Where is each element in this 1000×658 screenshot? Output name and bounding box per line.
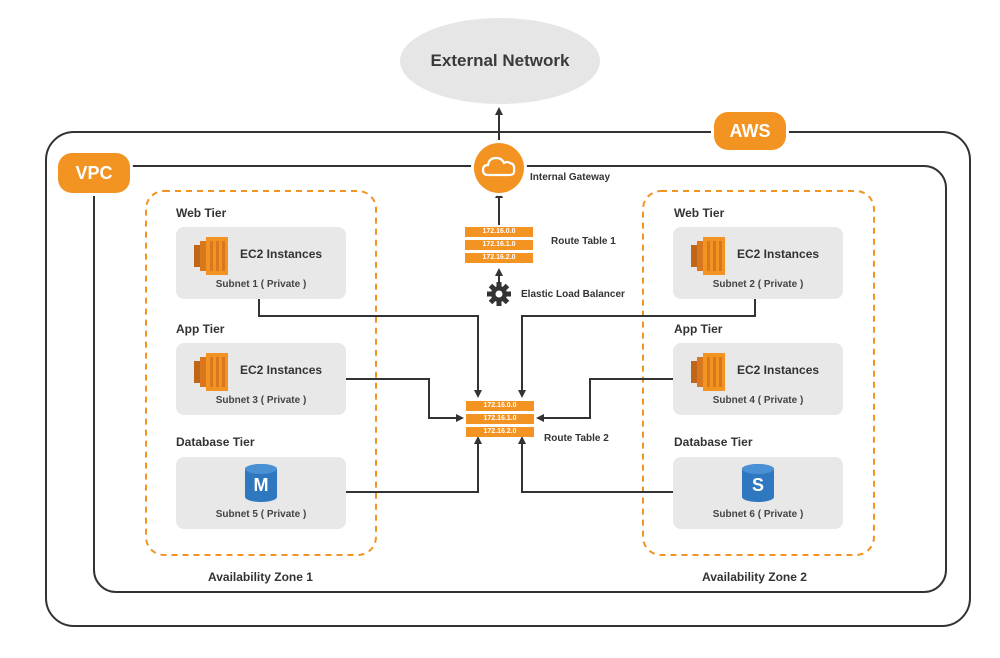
availability-zone-2-boundary — [642, 190, 875, 556]
route-table-2-entry: 172.16.0.0 — [466, 401, 534, 411]
database-master-icon: M — [244, 463, 278, 503]
internal-gateway-icon — [474, 143, 524, 193]
availability-zone-1-label: Availability Zone 1 — [208, 570, 313, 584]
web-tier-heading: Web Tier — [674, 206, 725, 220]
ec2-instances-title: EC2 Instances — [737, 363, 820, 377]
ec2-instances-title: EC2 Instances — [240, 247, 323, 261]
route-table-2-entry: 172.16.2.0 — [466, 427, 534, 437]
db-letter: S — [751, 475, 764, 495]
route-table-1-entry: 172.16.1.0 — [465, 240, 533, 250]
subnet-label: Subnet 2 ( Private ) — [712, 279, 804, 290]
zone-1-app-tier-card: EC2 Instances Subnet 3 ( Private ) — [176, 343, 346, 415]
subnet-label: Subnet 4 ( Private ) — [712, 395, 804, 406]
availability-zone-1-boundary — [145, 190, 377, 556]
zone-1-web-tier-card: EC2 Instances Subnet 1 ( Private ) — [176, 227, 346, 299]
external-network-label: External Network — [430, 51, 570, 70]
route-table-1-entry: 172.16.0.0 — [465, 227, 533, 237]
db-letter: M — [253, 475, 269, 495]
availability-zone-2-label: Availability Zone 2 — [702, 570, 807, 584]
database-slave-icon: S — [741, 463, 775, 503]
ec2-icon — [691, 353, 725, 391]
database-tier-heading: Database Tier — [176, 435, 255, 449]
route-table-2-label: Route Table 2 — [544, 433, 609, 444]
subnet-label: Subnet 5 ( Private ) — [215, 509, 307, 520]
aws-boundary — [45, 131, 971, 627]
route-table-2: 172.16.0.0 172.16.1.0 172.16.2.0 — [466, 401, 534, 441]
zone-1-database-tier-card: M Subnet 5 ( Private ) — [176, 457, 346, 529]
app-tier-heading: App Tier — [176, 322, 225, 336]
aws-badge-label: AWS — [729, 120, 771, 141]
ec2-instances-title: EC2 Instances — [737, 247, 820, 261]
elastic-load-balancer-label: Elastic Load Balancer — [521, 289, 625, 300]
internal-gateway-label: Internal Gateway — [530, 172, 611, 183]
vpc-badge-label: VPC — [75, 162, 113, 183]
vpc-badge: VPC — [58, 153, 130, 193]
zone-2-app-tier-card: EC2 Instances Subnet 4 ( Private ) — [673, 343, 843, 415]
ec2-instances-title: EC2 Instances — [240, 363, 323, 377]
app-tier-heading: App Tier — [674, 322, 723, 336]
aws-badge: AWS — [714, 112, 786, 150]
web-tier-heading: Web Tier — [176, 206, 227, 220]
subnet-label: Subnet 1 ( Private ) — [215, 279, 307, 290]
zone-2-web-tier-card: EC2 Instances Subnet 2 ( Private ) — [673, 227, 843, 299]
route-table-1-entry: 172.16.2.0 — [465, 253, 533, 263]
route-table-1-label: Route Table 1 — [551, 236, 616, 247]
subnet-label: Subnet 6 ( Private ) — [712, 509, 804, 520]
ec2-icon — [194, 353, 228, 391]
subnet-label: Subnet 3 ( Private ) — [215, 395, 307, 406]
ec2-icon — [194, 237, 228, 275]
database-tier-heading: Database Tier — [674, 435, 753, 449]
gear-icon — [486, 281, 512, 307]
route-table-2-entry: 172.16.1.0 — [466, 414, 534, 424]
zone-2-database-tier-card: S Subnet 6 ( Private ) — [673, 457, 843, 529]
external-network: External Network — [400, 18, 600, 104]
route-table-1: 172.16.0.0 172.16.1.0 172.16.2.0 — [465, 227, 533, 267]
ec2-icon — [691, 237, 725, 275]
